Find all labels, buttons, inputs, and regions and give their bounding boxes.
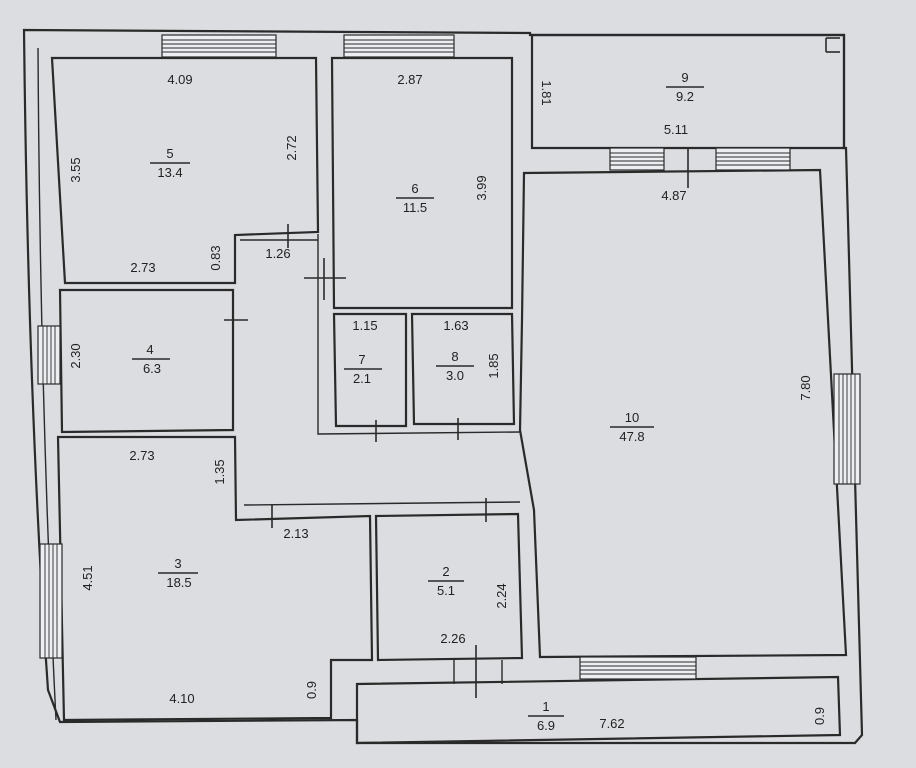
- corridor-outline: [240, 239, 521, 506]
- dim-r3-step: 0.9: [304, 681, 319, 699]
- room-7-number: 7: [358, 352, 365, 367]
- room-6-outline: [330, 56, 514, 310]
- dim-r10-right: 7.80: [798, 375, 813, 400]
- dim-corridor-bottom: 2.13: [283, 526, 308, 541]
- room-5-area: 13.4: [157, 165, 182, 180]
- window-room-4: [37, 325, 61, 385]
- room-3-area: 18.5: [166, 575, 191, 590]
- room-4-number: 4: [146, 342, 153, 357]
- room-8-outline: [410, 312, 516, 426]
- window-room-5: [161, 34, 277, 58]
- room-8-number: 8: [451, 349, 458, 364]
- room-10-area: 47.8: [619, 429, 644, 444]
- room-2-number: 2: [442, 564, 449, 579]
- room-label-6: 6 11.5: [396, 181, 434, 215]
- dim-r8-top: 1.63: [443, 318, 468, 333]
- room-5-number: 5: [166, 146, 173, 161]
- room-7-area: 2.1: [353, 371, 371, 386]
- dim-r6-right: 3.99: [474, 175, 489, 200]
- dim-r2-bottom: 2.26: [440, 631, 465, 646]
- room-3-number: 3: [174, 556, 181, 571]
- dim-r1-width: 7.62: [599, 716, 624, 731]
- room-label-3: 3 18.5: [158, 556, 198, 590]
- door-marks: [224, 37, 840, 698]
- room-2-area: 5.1: [437, 583, 455, 598]
- dim-r3-bottom: 4.10: [169, 691, 194, 706]
- dim-r9-left: 1.81: [539, 80, 554, 105]
- entry-outline: [453, 660, 503, 684]
- room-6-area: 11.5: [403, 200, 427, 215]
- dim-r5-door: 0.83: [208, 245, 223, 270]
- room-10-number: 10: [625, 410, 639, 425]
- dim-r9-bottom: 5.11: [664, 122, 688, 137]
- room-1-area: 6.9: [537, 718, 555, 733]
- room-10-outline: [518, 168, 848, 659]
- dim-r1-height: 0.9: [812, 707, 827, 725]
- dim-r3-left: 4.51: [80, 565, 95, 590]
- dim-r4-left: 2.30: [68, 343, 83, 368]
- room-9-number: 9: [681, 70, 688, 85]
- room-9-area: 9.2: [676, 89, 694, 104]
- dim-r6-top: 2.87: [397, 72, 422, 87]
- dim-r5-top: 4.09: [167, 72, 192, 87]
- dim-r5-bottom: 2.73: [130, 260, 155, 275]
- room-3-outline: [56, 435, 374, 722]
- dim-r2-right: 2.24: [494, 583, 509, 608]
- outer-wall: [22, 28, 864, 745]
- dim-r5-right: 2.72: [284, 135, 299, 160]
- dim-r8-right: 1.85: [486, 353, 501, 378]
- room-4-outline: [58, 288, 235, 434]
- room-label-2: 2 5.1: [428, 564, 464, 598]
- room-6-number: 6: [411, 181, 418, 196]
- room-8-area: 3.0: [446, 368, 464, 383]
- room-5-outline: [50, 56, 320, 285]
- closet-frame: [317, 234, 521, 435]
- room-label-8: 8 3.0: [436, 349, 474, 383]
- room-7-outline: [332, 312, 408, 428]
- window-room-10-b: [715, 147, 791, 171]
- room-label-7: 7 2.1: [344, 352, 382, 386]
- room-label-10: 10 47.8: [610, 410, 654, 444]
- room-label-5: 5 13.4: [150, 146, 190, 180]
- window-hatching: [42, 39, 856, 675]
- dim-corridor-top: 1.26: [265, 246, 290, 261]
- room-2-outline: [374, 512, 524, 662]
- dim-r3-top: 2.73: [129, 448, 154, 463]
- window-room-6: [343, 34, 455, 58]
- room-labels: 5 13.4 6 11.5 9 9.2 4 6.3 7 2.1 8 3.0: [132, 70, 704, 733]
- window-bottom: [579, 656, 697, 680]
- room-label-9: 9 9.2: [666, 70, 704, 104]
- dim-r5-left: 3.55: [68, 157, 83, 182]
- room-1-number: 1: [542, 699, 549, 714]
- window-room-10-a: [609, 147, 665, 171]
- room-9-outline: [530, 33, 846, 150]
- room-4-area: 6.3: [143, 361, 161, 376]
- dimension-labels: 4.09 3.55 2.72 2.73 0.83 1.26 2.87 3.99 …: [68, 72, 827, 731]
- dim-r7-top: 1.15: [352, 318, 377, 333]
- dim-r10-top: 4.87: [661, 188, 686, 203]
- room-label-4: 4 6.3: [132, 342, 170, 376]
- window-room-3: [39, 543, 63, 659]
- dim-r3-right: 1.35: [212, 459, 227, 484]
- room-label-1: 1 6.9: [528, 699, 564, 733]
